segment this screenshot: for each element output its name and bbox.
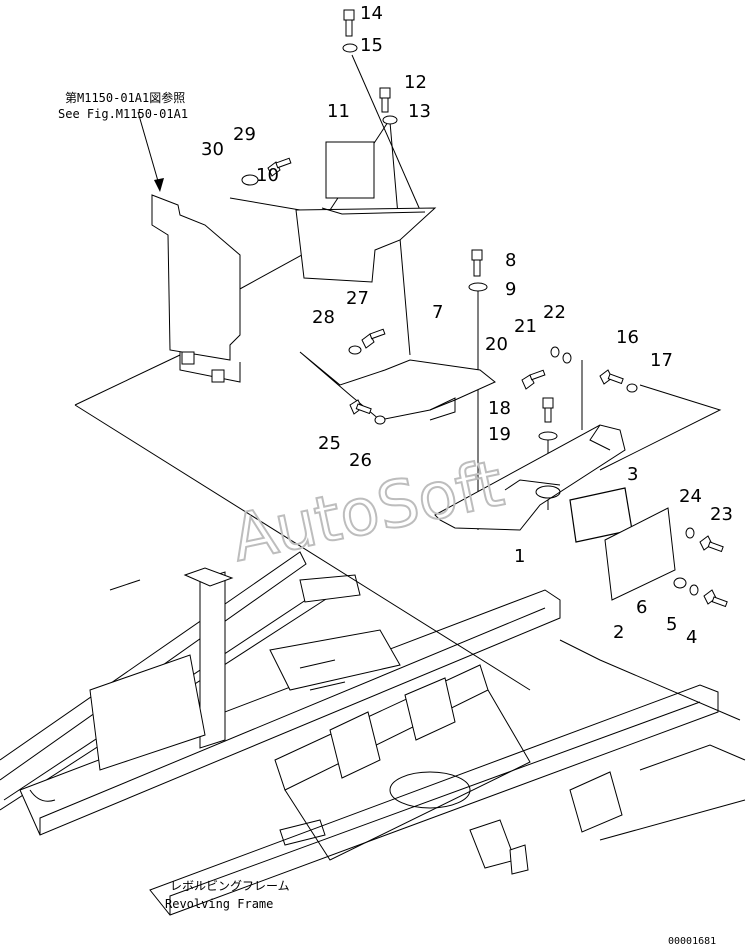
callout-14: 14 bbox=[360, 3, 383, 24]
callout-30: 30 bbox=[201, 139, 224, 160]
callout-8: 8 bbox=[505, 250, 516, 271]
callout-20: 20 bbox=[485, 334, 508, 355]
callout-12: 12 bbox=[404, 72, 427, 93]
callout-11: 11 bbox=[327, 101, 350, 122]
callout-3: 3 bbox=[627, 464, 638, 485]
callout-22: 22 bbox=[543, 302, 566, 323]
callout-2: 2 bbox=[613, 622, 624, 643]
callout-25: 25 bbox=[318, 433, 341, 454]
callout-17: 17 bbox=[650, 350, 673, 371]
callout-23: 23 bbox=[710, 504, 733, 525]
callout-13: 13 bbox=[408, 101, 431, 122]
revolving-frame-drawing bbox=[0, 551, 746, 916]
reference-label-jp: 第M1150-01A1図参照 bbox=[65, 90, 185, 105]
callout-16: 16 bbox=[616, 327, 639, 348]
callout-24: 24 bbox=[679, 486, 702, 507]
callout-26: 26 bbox=[349, 450, 372, 471]
callout-6: 6 bbox=[636, 597, 647, 618]
callout-29: 29 bbox=[233, 124, 256, 145]
callout-19: 19 bbox=[488, 424, 511, 445]
reference-label-en: See Fig.M1150-01A1 bbox=[58, 107, 188, 121]
callout-18: 18 bbox=[488, 398, 511, 419]
callout-1: 1 bbox=[514, 546, 525, 567]
callout-21: 21 bbox=[514, 316, 537, 337]
frame-label-en: Revolving Frame bbox=[165, 897, 273, 911]
cover-assemblies bbox=[74, 9, 728, 691]
callout-4: 4 bbox=[686, 627, 697, 648]
callout-10: 10 bbox=[256, 165, 279, 186]
callout-5: 5 bbox=[666, 614, 677, 635]
callout-28: 28 bbox=[312, 307, 335, 328]
frame-label-jp: レボルビングフレーム bbox=[170, 879, 290, 893]
drawing-number: 00001681 bbox=[668, 936, 716, 947]
callout-15: 15 bbox=[360, 35, 383, 56]
callout-27: 27 bbox=[346, 288, 369, 309]
callout-7: 7 bbox=[432, 302, 443, 323]
callout-9: 9 bbox=[505, 279, 516, 300]
